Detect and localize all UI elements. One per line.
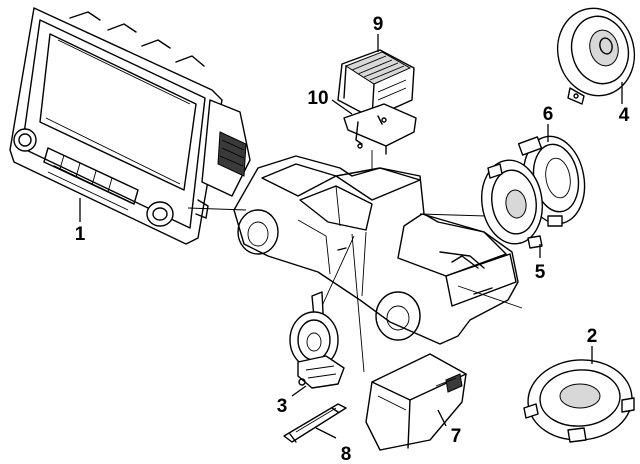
callout-1: 1 [75, 224, 86, 245]
leader-line-10 [331, 99, 353, 115]
radio-head-unit[interactable] [9, 7, 251, 245]
callout-10: 10 [307, 88, 328, 109]
amplifier-bracket[interactable] [343, 103, 417, 155]
callout-5: 5 [535, 262, 546, 283]
subwoofer-enclosure-7[interactable] [365, 353, 467, 451]
callout-2: 2 [587, 326, 598, 347]
callout-9: 9 [373, 14, 384, 35]
leader-line-7 [437, 409, 447, 427]
callout-7: 7 [451, 426, 462, 447]
tweeter-speaker-front[interactable] [548, 0, 640, 105]
leader-line-8 [315, 427, 337, 439]
speaker-front-5[interactable] [476, 156, 547, 249]
speaker-lower-2[interactable] [523, 356, 635, 443]
leader-line-3 [291, 385, 307, 397]
callout-4: 4 [619, 105, 630, 126]
callout-8: 8 [341, 444, 352, 464]
callout-3: 3 [277, 396, 288, 417]
speaker-bracket-3[interactable] [289, 291, 345, 389]
amplifier[interactable] [337, 49, 415, 119]
trim-bracket-8[interactable] [283, 403, 347, 443]
callout-6: 6 [543, 104, 554, 125]
pickup-truck-outline [233, 155, 519, 345]
connector-lines [187, 150, 523, 373]
